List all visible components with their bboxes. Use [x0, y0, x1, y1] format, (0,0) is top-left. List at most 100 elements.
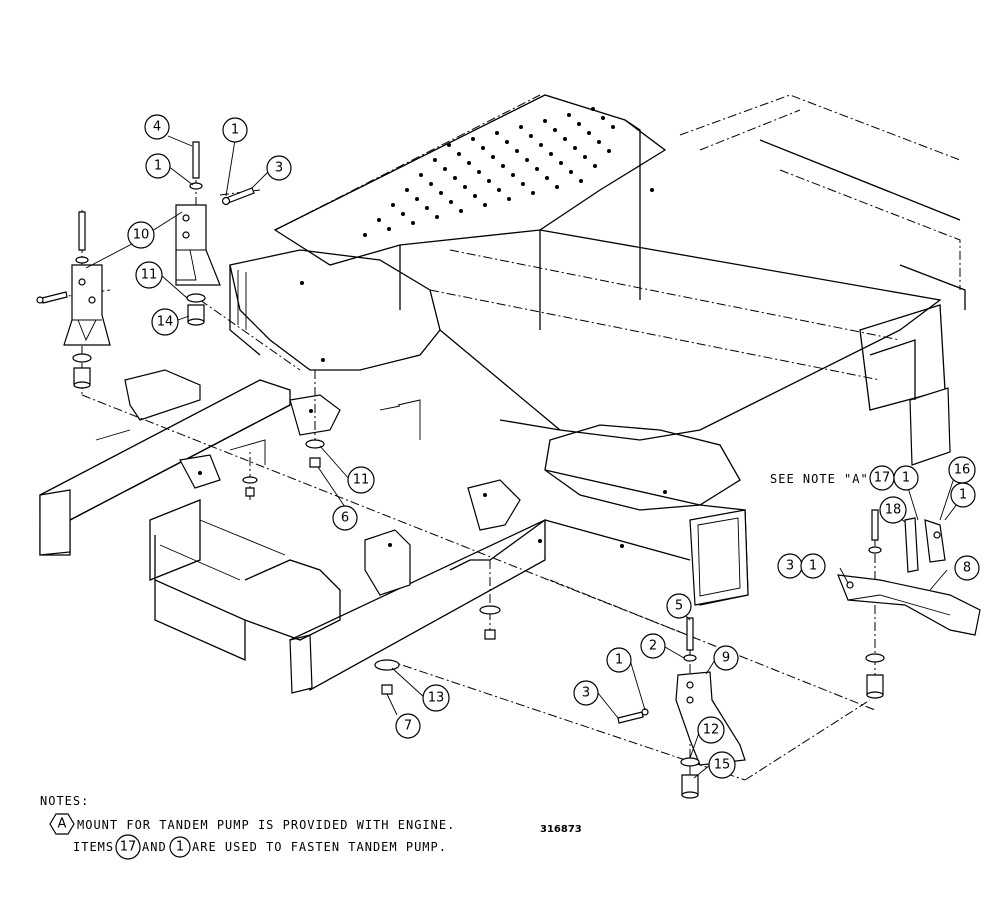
perforation-hole — [433, 158, 437, 162]
callout-14: 14 — [151, 308, 179, 336]
note-line-2-end: ARE USED TO FASTEN TANDEM PUMP. — [192, 840, 447, 854]
perforation-hole — [467, 161, 471, 165]
perforation-hole — [391, 203, 395, 207]
svg-text:17: 17 — [874, 471, 891, 486]
perforation-hole — [401, 212, 405, 216]
perforation-hole — [505, 140, 509, 144]
perforation-hole — [443, 167, 447, 171]
see-note-label: SEE NOTE "A" 17 1 — [770, 465, 919, 491]
perforation-hole — [511, 173, 515, 177]
perforation-hole — [519, 125, 523, 129]
perforation-hole — [447, 143, 451, 147]
callout-13: 13 — [422, 684, 450, 712]
perforation-hole — [611, 125, 615, 129]
svg-text:3: 3 — [275, 161, 283, 176]
perforation-hole — [439, 191, 443, 195]
svg-text:13: 13 — [428, 691, 445, 706]
perforation-hole — [569, 170, 573, 174]
perforation-hole — [543, 119, 547, 123]
perforation-hole — [553, 128, 557, 132]
perforation-hole — [363, 233, 367, 237]
svg-text:16: 16 — [954, 463, 971, 478]
perforation-hole — [601, 116, 605, 120]
callout-1: 1 — [606, 647, 632, 673]
perforation-hole — [477, 170, 481, 174]
drawing-number: 316873 — [540, 824, 582, 835]
callout-1: 1 — [800, 553, 826, 579]
perforation-hole — [573, 146, 577, 150]
perforation-hole — [531, 191, 535, 195]
callout-18: 18 — [879, 496, 907, 524]
perforation-hole — [577, 122, 581, 126]
deck-perforations — [363, 107, 615, 237]
svg-text:3: 3 — [582, 686, 590, 701]
callout-11: 11 — [135, 261, 163, 289]
perforation-hole — [515, 149, 519, 153]
perforation-hole — [463, 185, 467, 189]
perforation-hole — [405, 188, 409, 192]
perforation-hole — [521, 182, 525, 186]
callout-16: 16 — [948, 456, 976, 484]
perforation-hole — [529, 134, 533, 138]
callout-9: 9 — [713, 645, 739, 671]
svg-text:6: 6 — [341, 511, 349, 526]
callout-7: 7 — [395, 713, 421, 739]
perforation-hole — [457, 152, 461, 156]
frame-structure — [39, 94, 966, 694]
svg-text:2: 2 — [649, 639, 657, 654]
perforation-hole — [583, 155, 587, 159]
svg-text:11: 11 — [141, 268, 158, 283]
perforation-hole — [481, 146, 485, 150]
callout-3: 3 — [777, 553, 803, 579]
note-a-marker: A — [58, 817, 67, 832]
callout-2: 2 — [640, 633, 666, 659]
perforation-hole — [525, 158, 529, 162]
assembly-centerlines — [39, 146, 876, 790]
callout-17: 17 — [869, 465, 895, 491]
note-line-1: MOUNT FOR TANDEM PUMP IS PROVIDED WITH E… — [77, 818, 455, 832]
perforation-hole — [435, 215, 439, 219]
svg-text:8: 8 — [963, 561, 971, 576]
callout-1: 1 — [893, 465, 919, 491]
perforation-hole — [535, 167, 539, 171]
note-item-17: 17 — [120, 840, 137, 855]
svg-text:1: 1 — [809, 559, 817, 574]
perforation-hole — [473, 194, 477, 198]
svg-text:11: 11 — [353, 473, 370, 488]
callout-5: 5 — [666, 593, 692, 619]
perforation-hole — [567, 113, 571, 117]
svg-text:18: 18 — [885, 503, 902, 518]
svg-text:1: 1 — [902, 471, 910, 486]
svg-text:15: 15 — [714, 758, 731, 773]
callout-bubbles: 4 1 1 3 10 11 14 11 6 5 2 1 9 3 12 15 13… — [127, 114, 980, 779]
perforation-hole — [591, 107, 595, 111]
perforation-hole — [539, 143, 543, 147]
perforation-hole — [579, 179, 583, 183]
perforation-hole — [425, 206, 429, 210]
perforation-hole — [429, 182, 433, 186]
callout-10: 10 — [127, 221, 155, 249]
svg-text:7: 7 — [404, 719, 412, 734]
perforation-hole — [559, 161, 563, 165]
svg-text:1: 1 — [959, 488, 967, 503]
perforation-hole — [549, 152, 553, 156]
svg-text:1: 1 — [154, 159, 162, 174]
notes-heading: NOTES: — [40, 794, 89, 808]
svg-text:4: 4 — [153, 120, 161, 135]
callout-3: 3 — [573, 680, 599, 706]
perforation-hole — [415, 197, 419, 201]
leader-lines — [85, 135, 961, 779]
callout-1: 1 — [222, 117, 248, 143]
perforation-hole — [587, 131, 591, 135]
perforation-hole — [495, 131, 499, 135]
perforation-hole — [419, 173, 423, 177]
perforation-hole — [459, 209, 463, 213]
perforation-hole — [607, 149, 611, 153]
callout-15: 15 — [708, 751, 736, 779]
notes-block: NOTES: A MOUNT FOR TANDEM PUMP IS PROVID… — [40, 794, 582, 860]
perforation-hole — [483, 203, 487, 207]
svg-text:14: 14 — [157, 315, 174, 330]
perforation-hole — [377, 218, 381, 222]
note-line-2-start: ITEMS — [73, 840, 114, 854]
